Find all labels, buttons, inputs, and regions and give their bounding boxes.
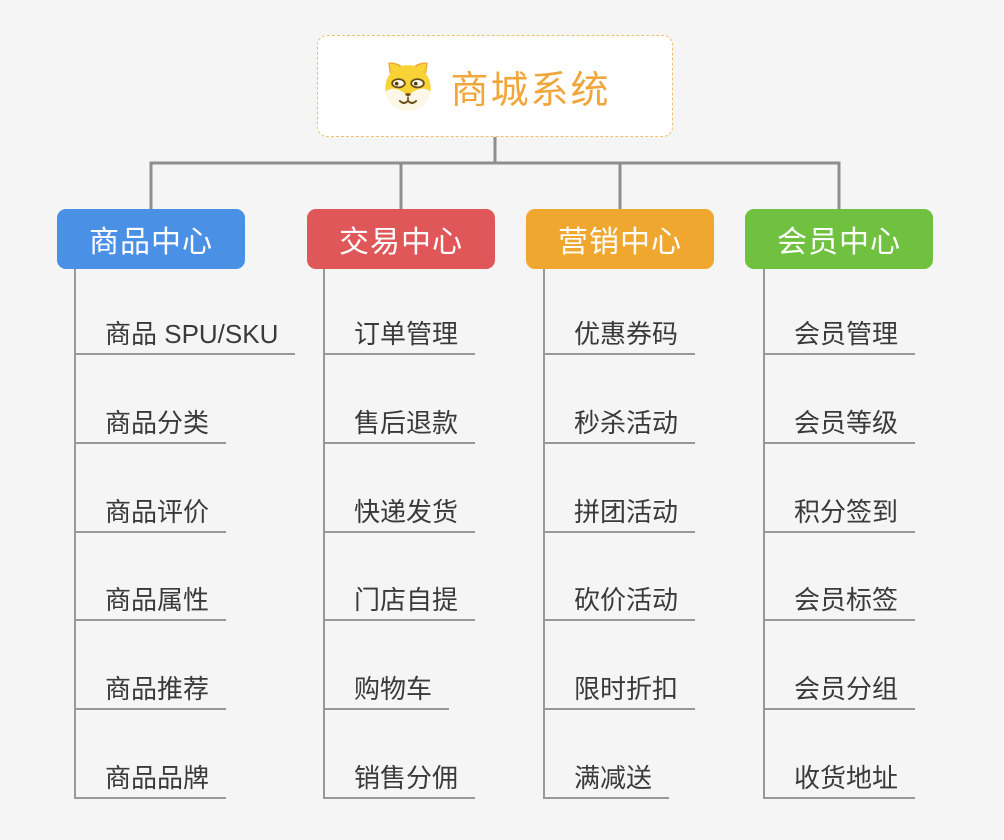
- branch-topic[interactable]: 会员中心: [745, 209, 933, 269]
- sub-topic[interactable]: 商品分类: [74, 404, 227, 444]
- sub-topic[interactable]: 会员分组: [763, 670, 916, 710]
- sub-topic[interactable]: 购物车: [323, 670, 450, 710]
- sub-topic[interactable]: 销售分佣: [323, 759, 476, 799]
- sub-topic[interactable]: 商品推荐: [74, 670, 227, 710]
- sub-topic[interactable]: 售后退款: [323, 404, 476, 444]
- sub-topic[interactable]: 收货地址: [763, 759, 916, 799]
- sub-topic[interactable]: 拼团活动: [543, 493, 696, 533]
- sub-topic[interactable]: 商品属性: [74, 581, 227, 621]
- sub-topic[interactable]: 会员等级: [763, 404, 916, 444]
- sub-topic[interactable]: 门店自提: [323, 581, 476, 621]
- sub-topic[interactable]: 积分签到: [763, 493, 916, 533]
- branch-topic[interactable]: 商品中心: [57, 209, 245, 269]
- sub-topic[interactable]: 秒杀活动: [543, 404, 696, 444]
- branch-topic[interactable]: 交易中心: [307, 209, 495, 269]
- sub-topic[interactable]: 会员管理: [763, 315, 916, 355]
- sub-topic[interactable]: 优惠券码: [543, 315, 696, 355]
- root-topic-label: 商城系统: [450, 69, 611, 112]
- branch-topic[interactable]: 营销中心: [526, 209, 714, 269]
- dog-face-icon: [385, 62, 432, 111]
- sub-topic[interactable]: 限时折扣: [543, 670, 696, 710]
- sub-topic[interactable]: 订单管理: [323, 315, 476, 355]
- sub-topic[interactable]: 砍价活动: [543, 581, 696, 621]
- sub-topic[interactable]: 会员标签: [763, 581, 916, 621]
- root-topic[interactable]: 商城系统: [317, 35, 673, 137]
- sub-topic[interactable]: 商品 SPU/SKU: [74, 315, 296, 355]
- sub-topic[interactable]: 满减送: [543, 759, 670, 799]
- sub-topic[interactable]: 商品品牌: [74, 759, 227, 799]
- sub-topic[interactable]: 快递发货: [323, 493, 476, 533]
- sub-topic[interactable]: 商品评价: [74, 493, 227, 533]
